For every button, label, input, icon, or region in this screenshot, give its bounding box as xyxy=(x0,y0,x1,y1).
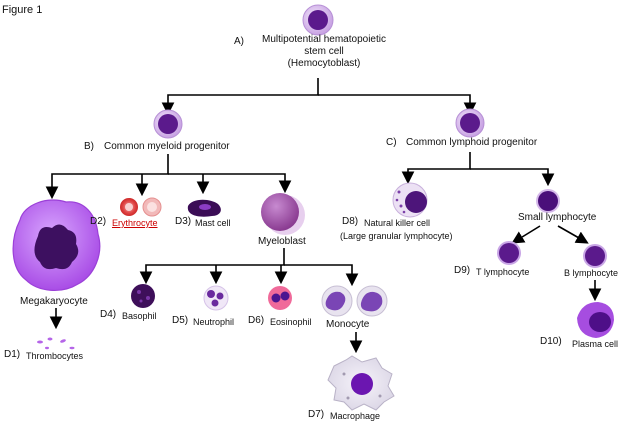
lymphoid-letter: C) xyxy=(386,137,397,148)
t-lymphocyte-icon xyxy=(497,241,521,265)
thrombocytes-label: Thrombocytes xyxy=(26,351,84,361)
mast-cell-icon xyxy=(187,199,221,217)
basophil-letter: D4) xyxy=(100,309,117,320)
small-lymphocyte-icon xyxy=(536,189,560,213)
myeloid-letter: B) xyxy=(84,141,94,152)
plasma-cell-label: Plasma cell xyxy=(572,339,619,349)
eosinophil-icon xyxy=(268,286,292,310)
myeloid-label: Common myeloid progenitor xyxy=(104,141,230,152)
connector-lines xyxy=(45,78,602,354)
b-lymphocyte-icon xyxy=(583,244,607,268)
neutrophil-label: Neutrophil xyxy=(193,317,235,327)
nk-cell-letter: D8) xyxy=(342,216,359,227)
erythrocyte-icon xyxy=(120,197,162,217)
nk-cell-line-2: (Large granular lymphocyte) xyxy=(340,231,453,241)
stem-cell-icon xyxy=(302,4,334,36)
b-lymphocyte-label: B lymphocyte xyxy=(564,268,619,278)
lymphoid-label: Common lymphoid progenitor xyxy=(406,137,538,148)
t-lymphocyte-label: T lymphocyte xyxy=(476,267,530,277)
nk-cell-line-1: Natural killer cell xyxy=(364,218,431,228)
stem-cell-label: Multipotential hematopoietic stem cell (… xyxy=(254,34,394,70)
thrombocytes-letter: D1) xyxy=(4,349,21,360)
erythrocyte-label: Erythrocyte xyxy=(112,218,158,228)
neutrophil-icon xyxy=(203,285,229,311)
plasma-cell-icon xyxy=(577,302,614,338)
erythrocyte-letter: D2) xyxy=(90,216,107,227)
lymphoid-progenitor-icon xyxy=(455,108,485,138)
macrophage-label: Macrophage xyxy=(330,411,381,421)
mast-cell-letter: D3) xyxy=(175,216,192,227)
plasma-cell-letter: D10) xyxy=(540,336,562,347)
small-lymphocyte-label: Small lymphocyte xyxy=(518,212,597,223)
stem-letter: A) xyxy=(234,36,244,47)
macrophage-icon xyxy=(327,355,395,411)
myeloid-progenitor-icon xyxy=(153,109,183,139)
myeloblast-label: Myeloblast xyxy=(258,236,306,247)
monocyte-icon xyxy=(321,285,388,317)
megakaryocyte-icon xyxy=(12,199,101,291)
stem-line-3: (Hemocytoblast) xyxy=(287,58,361,69)
basophil-label: Basophil xyxy=(122,311,157,321)
thrombocytes-icon xyxy=(37,337,75,350)
natural-killer-cell-icon xyxy=(392,182,428,218)
megakaryocyte-label: Megakaryocyte xyxy=(20,296,88,307)
myeloblast-icon xyxy=(261,193,305,235)
stem-line-1: Multipotential hematopoietic xyxy=(262,34,386,45)
mast-cell-label: Mast cell xyxy=(195,218,231,228)
neutrophil-letter: D5) xyxy=(172,315,189,326)
macrophage-letter: D7) xyxy=(308,409,325,420)
figure-title: Figure 1 xyxy=(2,4,43,16)
monocyte-label: Monocyte xyxy=(326,319,370,330)
eosinophil-letter: D6) xyxy=(248,315,265,326)
eosinophil-label: Eosinophil xyxy=(270,317,312,327)
stem-line-2: stem cell xyxy=(304,46,344,57)
t-lymphocyte-letter: D9) xyxy=(454,265,471,276)
basophil-icon xyxy=(131,284,155,308)
